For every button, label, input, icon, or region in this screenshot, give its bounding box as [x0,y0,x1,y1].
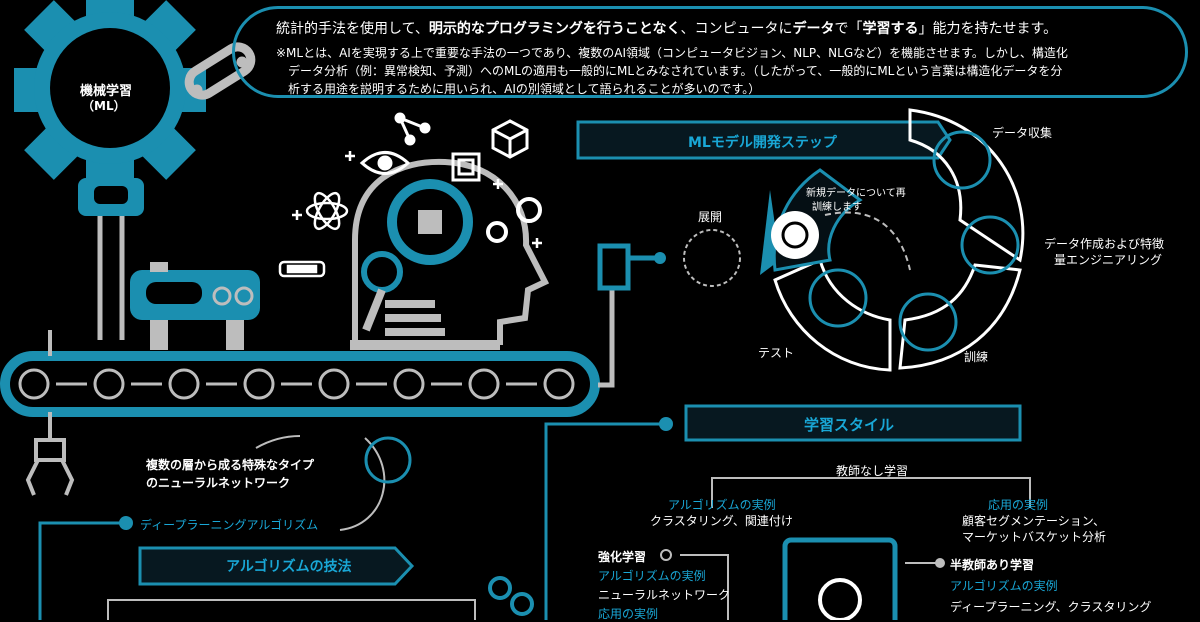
rl-algo-heading: アルゴリズムの実例 [598,569,706,583]
semi-algo-heading: アルゴリズムの実例 [950,579,1058,593]
gear-label-line-2: （ML） [82,99,126,113]
steps-title: MLモデル開発ステップ [688,135,837,151]
data-collection-icon [932,130,992,190]
deep-label: ディープラーニングアルゴリズム [140,518,319,532]
eye-chip-icon [782,537,898,620]
atom-icon [305,191,349,231]
rl-algo-text: ニューラルネットワーク [598,588,731,602]
machine-shaft-icon [78,178,260,350]
definition-part-a: 統計的手法を使用して、 [276,21,429,37]
step-deploy: 展開 [698,210,723,224]
target-icon [771,211,819,259]
gear-label-line-1: 機械学習 [80,84,133,99]
claw-icon [25,330,75,496]
definition-part-d: データ [792,21,835,37]
note-line-2: データ分析（例：異常検知、予測）へのMLの適用も一般的にMLとみなされています。… [288,64,1063,78]
plus-icons [292,151,542,248]
training-gear-icon [898,292,958,352]
gears-icon [486,197,542,243]
pipe-connector [597,243,666,388]
eye-icon [359,151,411,175]
share-nodes-icon [394,112,431,146]
unsup-app-heading: 応用の実例 [988,498,1049,512]
step-training: 訓練 [964,350,989,364]
unsup-app-line-2: マーケットバスケット分析 [962,530,1107,544]
deep-desc-2: のニューラルネットワーク [146,476,291,490]
brain-icon [364,436,412,484]
step-data-prep-1: データ作成および特徴 [1044,237,1165,251]
semi-algo-text: ディープラーニング、クラスタリング [950,600,1152,614]
deploy-database-icon [683,229,741,287]
retrain-line-1: 新規データについて再 [806,188,906,199]
definition-line: 統計的手法を使用して、明示的なプログラミングを行うことなく、コンピュータにデータ… [276,18,1057,38]
learning-styles-frame [544,404,1031,620]
rl-app-heading: 応用の実例 [598,607,659,621]
ai-head-icon [350,158,550,350]
chip-icon [451,152,481,182]
algo-tech-title: アルゴリズムの技法 [226,559,352,575]
unsupervised-label: 教師なし学習 [836,464,909,478]
step-test: テスト [758,346,795,360]
reinforcement-label: 強化学習 [598,550,647,564]
feature-engineering-icon [960,215,1020,275]
test-scale-icon [808,268,868,328]
styles-title: 学習スタイル [804,416,895,434]
note-line-3: 析する用途を説明するために用いられ、AIの別領域として語られることが多いのです。… [288,82,761,96]
unsup-app-line-1: 顧客セグメンテーション、 [962,514,1106,528]
note-line-1: ※MLとは、AIを実現する上で重要な手法の一つであり、複数のAI領域（コンピュー… [276,46,1068,60]
battery-icon [278,260,326,278]
ml-gear-icon [14,0,206,180]
retrain-line-2: 訓練します [812,202,862,213]
definition-part-f: 学習する [862,21,919,37]
step-data-prep-2: 量エンジニアリング [1054,253,1163,267]
deep-learning-section [38,435,534,620]
ml-cycle-diagram [576,108,1025,372]
definition-part-b: 明示的なプログラミングを行うことなく [428,21,681,37]
step-data-collection: データ収集 [992,126,1053,140]
cube-icon [491,119,529,159]
semi-label: 半教師あり学習 [950,558,1035,572]
definition-part-c: 、コンピュータに [680,21,793,37]
definition-banner [232,6,1188,98]
deep-desc-1: 複数の層から成る特殊なタイプ [146,458,315,472]
definition-part-g: 」能力を持たせます。 [918,21,1058,37]
unsup-algo-text: クラスタリング、関連付け [650,514,793,528]
conveyor-belt-icon [0,351,600,417]
definition-part-e: で「 [834,21,863,37]
unsup-algo-heading: アルゴリズムの実例 [668,498,776,512]
